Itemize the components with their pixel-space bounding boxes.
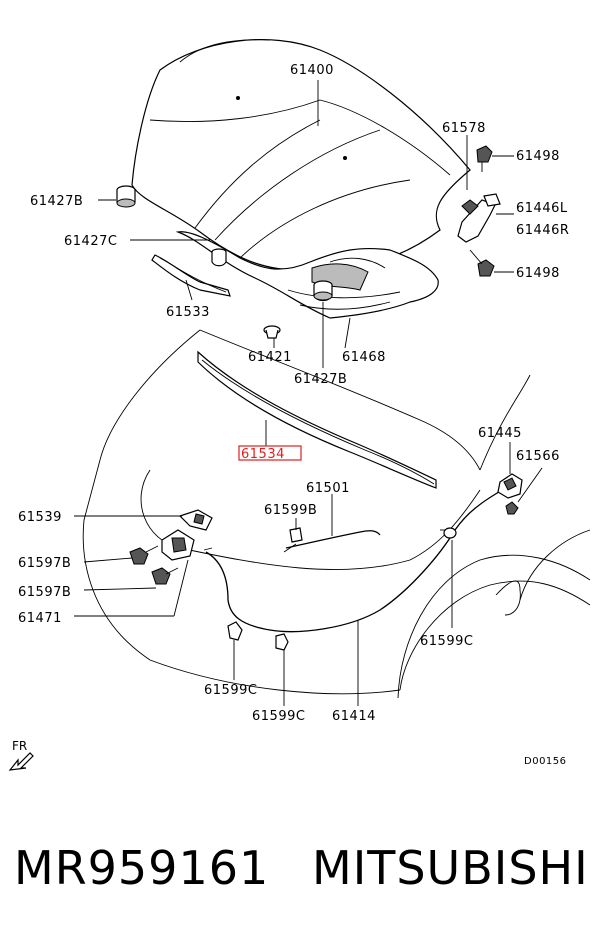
front-arrow-icon [8,752,34,771]
callout-61597b-upper: 61597B [18,556,71,571]
callout-61566: 61566 [516,449,560,464]
callout-61498-lower: 61498 [516,266,560,281]
callout-61471: 61471 [18,611,62,626]
front-direction-indicator: FR [8,739,34,771]
callout-61421: 61421 [248,350,292,365]
handle-screw [505,501,519,515]
hood-seal-front [197,350,437,489]
hood-latch [161,529,195,561]
callout-61498-upper: 61498 [516,149,560,164]
leader-lines [74,80,543,706]
direction-label: FR [12,739,27,753]
release-cable [203,489,503,633]
highlight-box [238,445,302,461]
callout-61599c-right: 61599C [420,634,473,649]
vehicle-body-outline [82,329,591,699]
callout-61501: 61501 [306,481,350,496]
callout-61599c-mid: 61599C [252,709,305,724]
callout-61445: 61445 [478,426,522,441]
hood-hinge [457,193,501,243]
hinge-bolt-upper [476,145,493,172]
hood-bumper-upper [116,185,136,208]
latch-bolt-lower [151,567,179,585]
hinge-bolt-lower [469,249,495,277]
hood-weatherstrip-side [151,254,231,297]
brand-name: MITSUBISHI [312,841,589,895]
cable-clip-small [289,527,303,543]
hood-clip [263,325,281,339]
parts-diagram: 61400 61578 61498 61427B 61446L 61446R 6… [8,38,591,771]
diagram-reference-code: D00156 [524,756,567,767]
callout-61427b-lower: 61427B [294,372,347,387]
callout-61533: 61533 [166,305,210,320]
callout-61599b: 61599B [264,503,317,518]
latch-bolt-upper [129,545,159,565]
callout-61427c: 61427C [64,234,117,249]
callout-61599c-left: 61599C [204,683,257,698]
hood-latch-striker [178,509,213,531]
callout-61446l: 61446L [516,201,568,216]
callout-61539: 61539 [18,510,62,525]
callout-61578: 61578 [442,121,486,136]
part-footer: MR959161 MITSUBISHI [0,838,600,898]
callout-61414: 61414 [332,709,376,724]
release-handle [497,473,523,499]
part-number: MR959161 [14,841,270,895]
hood-bumper-lower [313,280,333,302]
callout-61534: 61534 [241,447,285,462]
support-rod [283,530,381,553]
highlighted-part-callout: 61534 [238,445,302,462]
callout-61446r: 61446R [516,223,569,238]
cable-clip-left [227,621,243,641]
callout-61400: 61400 [290,63,334,78]
callout-61597b-lower: 61597B [18,585,71,600]
cable-clip-mid [275,633,289,651]
hood-bumper-side [211,248,227,267]
callout-61427b-upper: 61427B [30,194,83,209]
callout-61468: 61468 [342,350,386,365]
